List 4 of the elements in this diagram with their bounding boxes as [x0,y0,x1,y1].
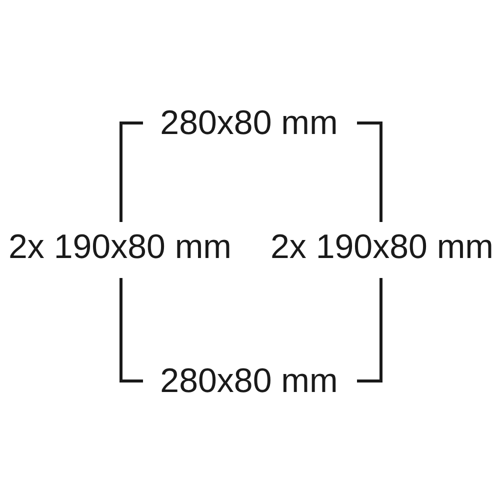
dimension-label: 280x80 mm [160,364,338,398]
dimension-label: 2x 190x80 mm [270,230,494,264]
dimension-label: 2x 190x80 mm [8,230,232,264]
dimension-label: 280x80 mm [160,106,338,140]
